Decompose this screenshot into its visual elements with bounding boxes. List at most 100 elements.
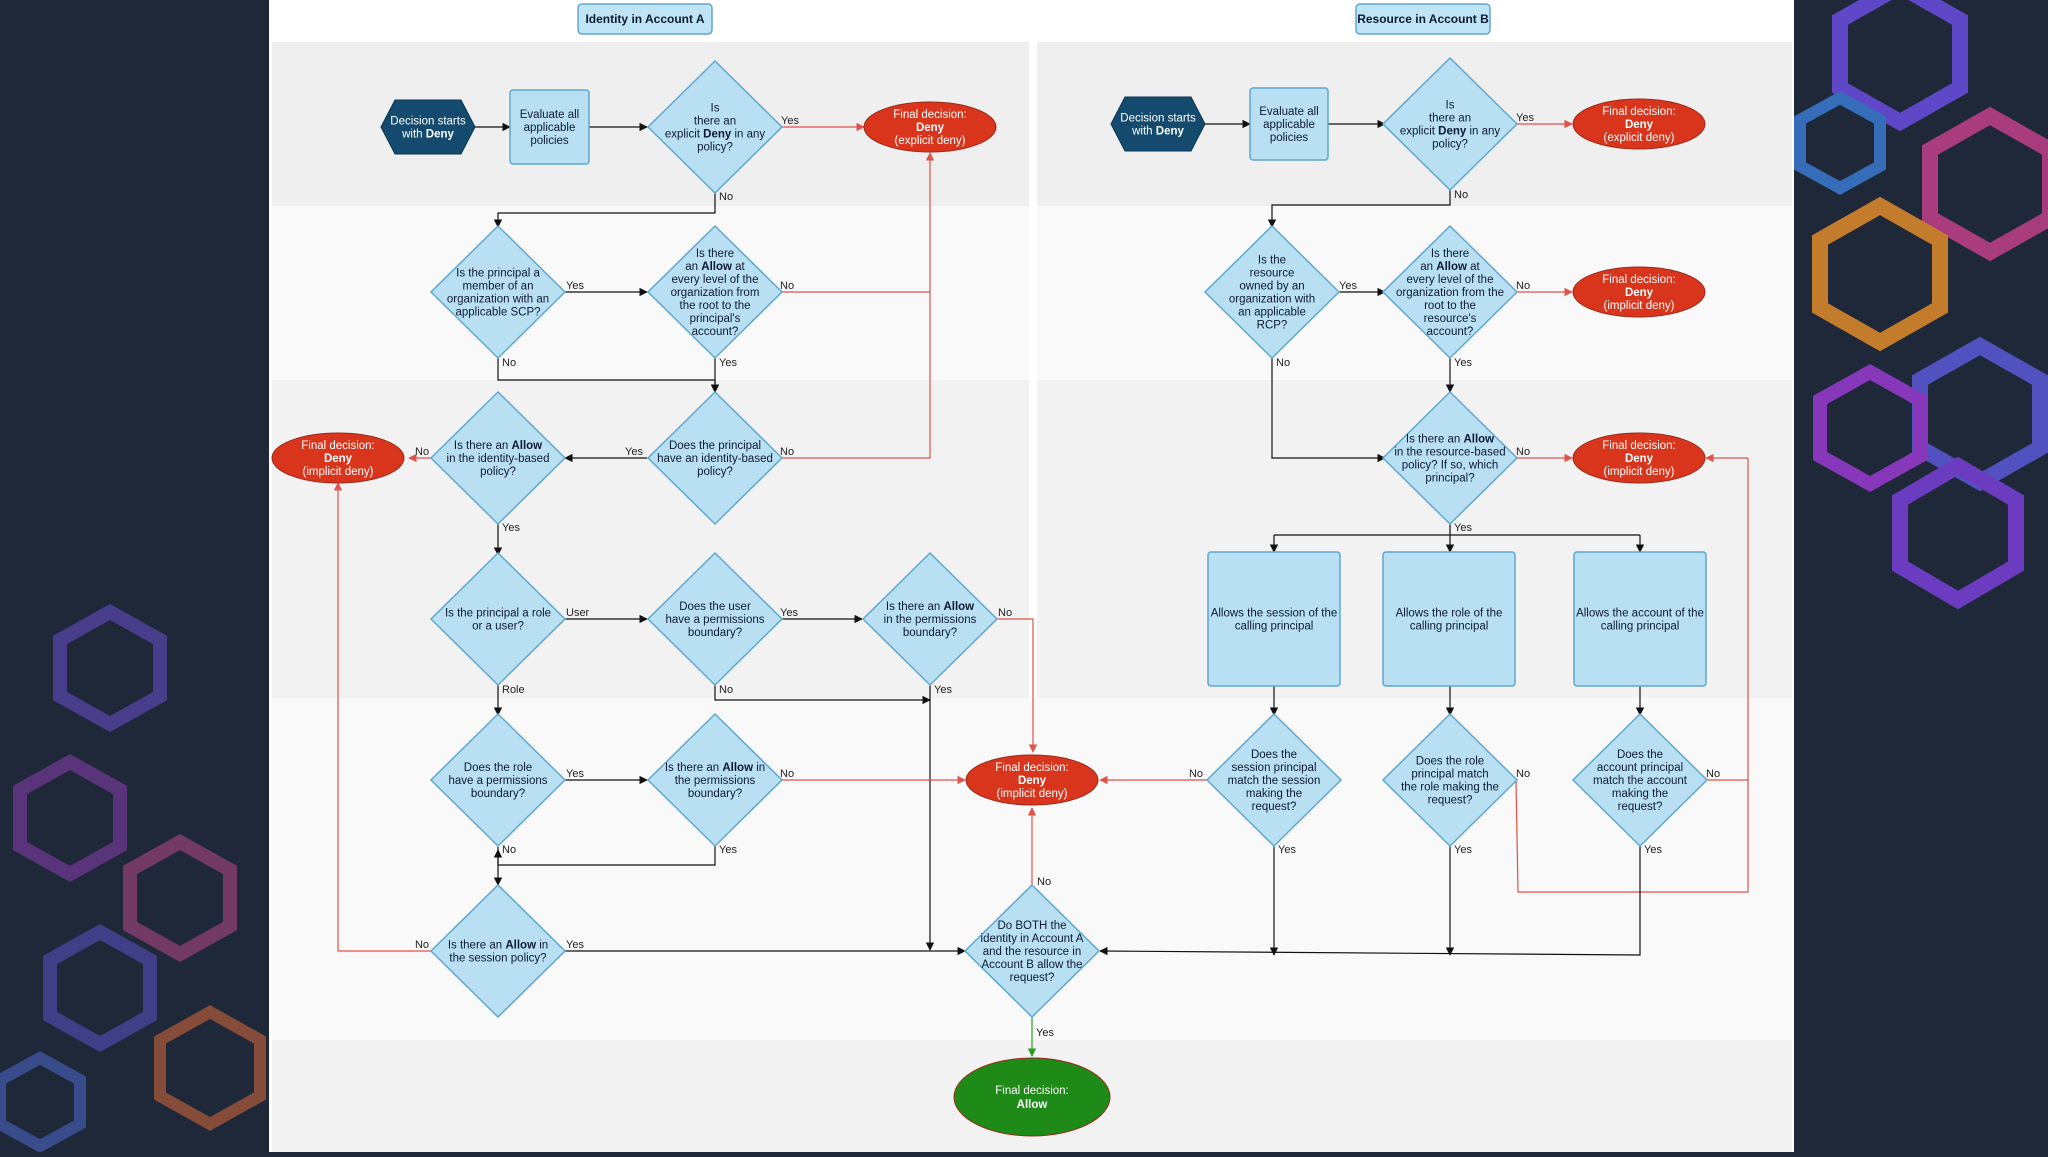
node-text-line: boundary? [903, 627, 957, 639]
text-span: making the [1246, 788, 1302, 800]
node-text-line: or a user? [472, 621, 524, 633]
node-text-line: an applicable [1238, 307, 1306, 319]
text-span: (implicit deny) [1604, 300, 1675, 312]
node-text-line: Does the role [1416, 756, 1484, 768]
node-text-line: member of an [463, 281, 534, 293]
text-span: explicit [1400, 126, 1438, 138]
node-text-line: have an identity-based [657, 453, 773, 465]
text-span: Deny [1018, 775, 1047, 787]
text-span: or a user? [472, 621, 524, 633]
text-span: member of an [463, 281, 534, 293]
node-text-line: match the session [1228, 775, 1321, 787]
node-text-line: Is there [1431, 248, 1469, 260]
edge-label-yes: Yes [781, 115, 799, 127]
edge-label-no: No [780, 446, 794, 458]
text-span: Deny [324, 453, 353, 465]
text-span: in the resource-based [1394, 447, 1505, 459]
node-text-line: explicit Deny in any [1400, 126, 1501, 138]
text-span: (implicit deny) [303, 466, 374, 478]
node-text-line: Final decision: [995, 1085, 1069, 1097]
text-span: the permissions [675, 775, 756, 787]
node-text-line: calling principal [1410, 621, 1489, 633]
text-span: Deny [916, 122, 945, 134]
identity-header: Identity in Account A [577, 3, 713, 35]
node-text-line: Final decision: [1602, 440, 1676, 452]
text-span: making the [1612, 788, 1668, 800]
node-text-line: Does the user [679, 601, 751, 613]
node-text-line: policy? [697, 142, 733, 154]
text-span: Decision starts [390, 116, 466, 128]
node-text-line: Allows the account of the [1576, 608, 1704, 620]
text-span: at [732, 261, 746, 273]
text-span: match the session [1228, 775, 1321, 787]
terminal-b-deny-implicit1: Final decision:Deny(implicit deny) [1572, 266, 1706, 318]
node-text-line: Evaluate all [520, 109, 579, 121]
text-span: there an [694, 116, 736, 128]
node-text-line: in the identity-based [447, 453, 550, 465]
text-span: Decision starts [1120, 113, 1196, 125]
text-span: boundary? [471, 788, 525, 800]
edge-label-no: No [719, 191, 733, 203]
node-text-line: Is there an Allow [454, 440, 542, 452]
terminal-mid-deny: Final decision:Deny(implicit deny) [965, 754, 1099, 806]
text-span: Is the principal a role [445, 608, 551, 620]
node-text-line: with Deny [1131, 126, 1184, 138]
text-span: Is there an [665, 762, 723, 774]
text-span: Is [711, 103, 720, 115]
node-text-line: session principal [1231, 762, 1316, 774]
text-span: match the account [1593, 775, 1688, 787]
node-text-line: Final decision: [1602, 274, 1676, 286]
node-text-line: Final decision: [1602, 106, 1676, 118]
text-span: policy? [480, 466, 516, 478]
text-span: in any [731, 129, 765, 141]
text-span: with [1131, 126, 1156, 138]
text-span: in [536, 940, 548, 952]
text-span: principal? [1425, 473, 1474, 485]
text-span: Is there [696, 248, 734, 260]
terminal-a-deny-explicit: Final decision:Deny(explicit deny) [863, 101, 997, 153]
node-text-line: Is there an Allow in [665, 762, 765, 774]
node-text-line: and the resource in [983, 946, 1081, 958]
node-text-line: Final decision: [995, 762, 1069, 774]
node-text-line: Is there an Allow [886, 601, 974, 613]
text-span: Does the role [464, 762, 532, 774]
node-text-line: calling principal [1601, 621, 1680, 633]
flow-edge [780, 152, 935, 459]
edge-label-no: No [1454, 189, 1468, 201]
text-span: principal match [1411, 769, 1488, 781]
edge-label-yes: Yes [1454, 844, 1472, 856]
text-span: Is there an [454, 440, 512, 452]
text-span: Deny [426, 129, 455, 141]
text-span: Do BOTH the [997, 920, 1066, 932]
node-text-line: principal? [1425, 473, 1474, 485]
edge-label-yes: Yes [780, 607, 798, 619]
text-span: applicable [1263, 119, 1315, 131]
node-text-line: request? [1428, 795, 1473, 807]
text-span: Is there [1431, 248, 1469, 260]
flow-connector [1515, 458, 1749, 893]
node-text-line: in the resource-based [1394, 447, 1505, 459]
text-span: have an identity-based [657, 453, 773, 465]
edge-label-no: No [415, 939, 429, 951]
edge-label-yes: Yes [566, 768, 584, 780]
node-text-line: organization from the [1396, 287, 1504, 299]
node-text-line: Is there an Allow [1406, 434, 1494, 446]
text-span: session principal [1231, 762, 1316, 774]
edge-label-yes: Yes [566, 280, 584, 292]
node-text-line: (implicit deny) [997, 788, 1068, 800]
node-text-line: account? [692, 326, 739, 338]
node-text-line: policy? [697, 466, 733, 478]
node-text-line: Is the principal a role [445, 608, 551, 620]
text-span: have a permissions [665, 614, 764, 626]
